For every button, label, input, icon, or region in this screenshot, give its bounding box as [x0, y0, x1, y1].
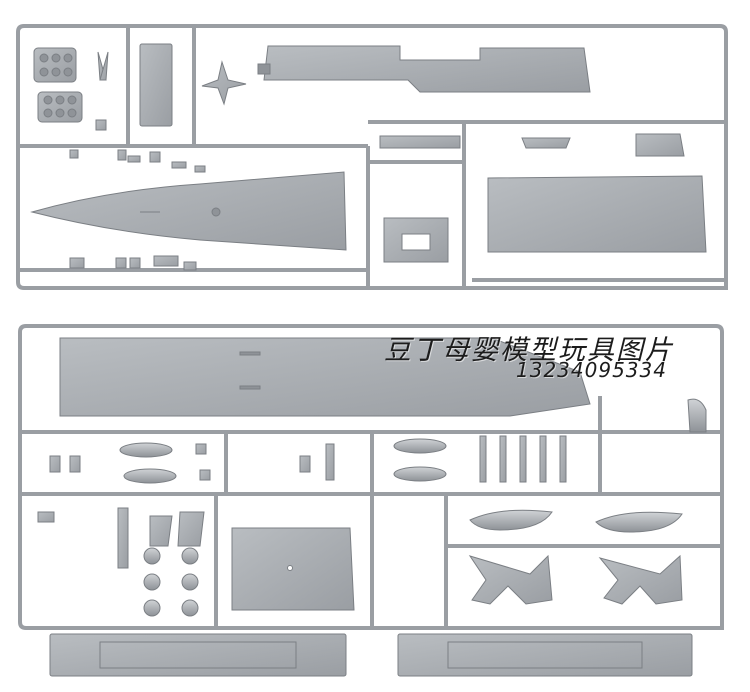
propeller-part: [201, 60, 247, 106]
bottom-strip-left: [49, 633, 347, 677]
upper-small-parts: [69, 51, 206, 271]
lower-sprue: [18, 324, 724, 677]
bottom-strip-right: [397, 633, 693, 677]
fin-part: [149, 515, 173, 547]
center-deck-part: [231, 527, 355, 611]
stand-parts: [468, 554, 683, 605]
lower-pods: [119, 398, 707, 533]
lower-sprue-frame: [18, 324, 724, 630]
lower-small-parts: [37, 435, 567, 569]
hangar-deck-part: [487, 175, 707, 253]
flight-deck-part: [59, 337, 591, 417]
hull-bow-part: [30, 171, 347, 251]
deck-top-part: [263, 45, 591, 93]
ball-parts: [143, 547, 199, 617]
upper-round-parts: [33, 47, 83, 123]
upper-sprue: [16, 24, 728, 290]
upper-plate-part: [139, 43, 173, 127]
